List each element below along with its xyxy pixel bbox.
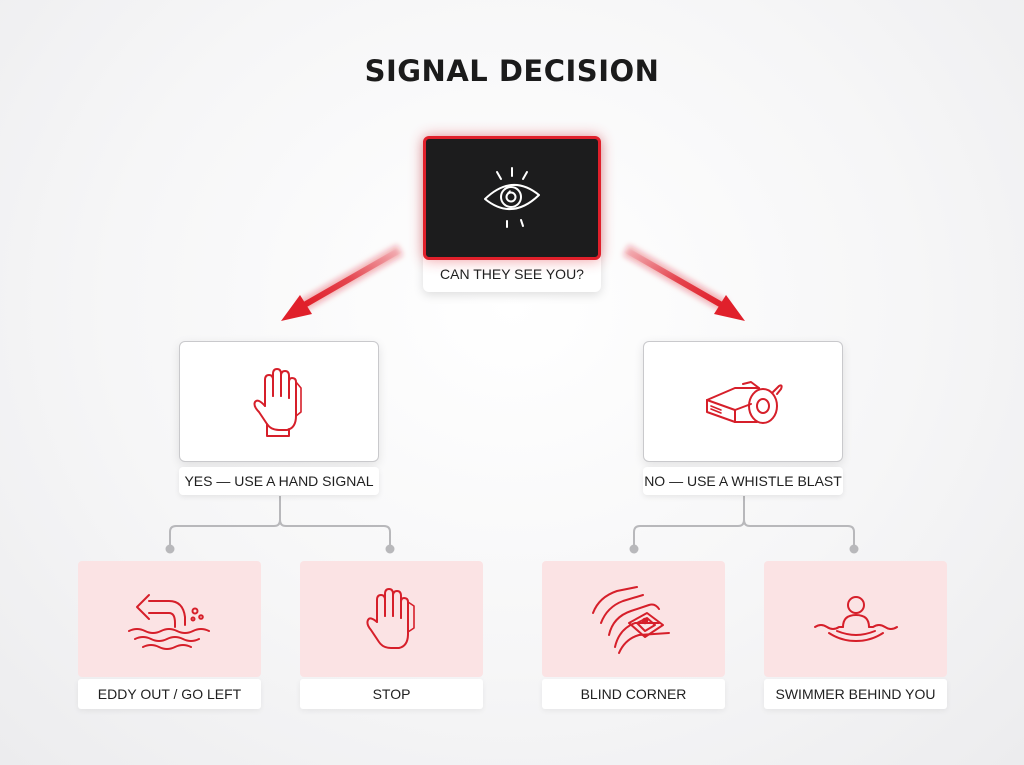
blind-corner-boat-icon xyxy=(591,586,670,654)
leaf-blind-corner-node: BLIND CORNER xyxy=(542,561,725,709)
branch-no-label: NO — USE A WHISTLE BLAST xyxy=(643,467,843,495)
connector-dot xyxy=(629,544,639,554)
leaf-swimmer-label: SWIMMER BEHIND YOU xyxy=(764,679,947,709)
root-label: CAN THEY SEE YOU? xyxy=(440,266,584,282)
leaf-stop-label: STOP xyxy=(300,679,483,709)
stop-hand-icon xyxy=(365,588,415,649)
connector-dot xyxy=(385,544,395,554)
raised-hand-icon xyxy=(253,367,302,437)
leaf-blind-corner-label: BLIND CORNER xyxy=(542,679,725,709)
connector-yes-to-leaves xyxy=(169,496,391,549)
eye-icon xyxy=(484,167,540,228)
branch-no-tile xyxy=(643,341,843,462)
diagram-title: SIGNAL DECISION xyxy=(364,54,660,88)
eddy-out-arrow-icon xyxy=(127,594,210,650)
arrow-to-yes xyxy=(281,244,403,321)
leaf-swimmer-tile xyxy=(764,561,947,677)
branch-yes-label: YES — USE A HAND SIGNAL xyxy=(179,467,379,495)
arrow-to-no xyxy=(623,244,745,321)
leaf-swimmer-node: SWIMMER BEHIND YOU xyxy=(764,561,947,709)
leaf-blind-corner-tile xyxy=(542,561,725,677)
leaf-eddy-out-label: EDDY OUT / GO LEFT xyxy=(78,679,261,709)
root-node: CAN THEY SEE YOU? xyxy=(423,136,601,292)
swimmer-icon xyxy=(813,596,898,642)
connector-dot xyxy=(849,544,859,554)
leaf-stop-node: STOP xyxy=(300,561,483,709)
leaf-eddy-out-node: EDDY OUT / GO LEFT xyxy=(78,561,261,709)
connector-dot xyxy=(165,544,175,554)
branch-no-node: NO — USE A WHISTLE BLAST xyxy=(643,341,843,496)
whistle-icon xyxy=(706,380,783,424)
root-tile xyxy=(423,136,601,260)
leaf-stop-tile xyxy=(300,561,483,677)
leaf-eddy-out-tile xyxy=(78,561,261,677)
connector-no-to-leaves xyxy=(633,496,855,549)
branch-yes-node: YES — USE A HAND SIGNAL xyxy=(179,341,379,496)
branch-yes-tile xyxy=(179,341,379,462)
